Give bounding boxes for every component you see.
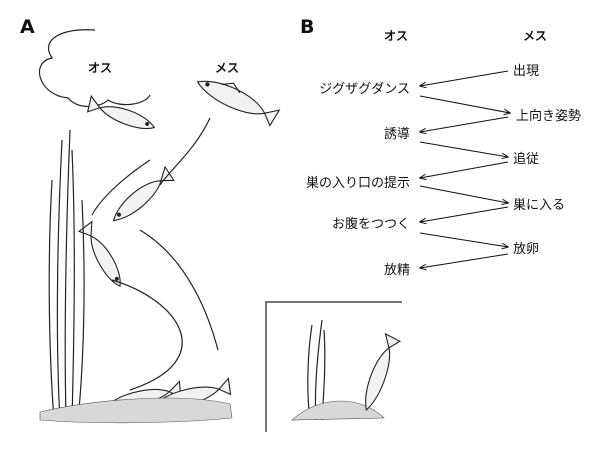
arrow-f5-to-m5 — [420, 253, 509, 268]
arrow-m1-to-f2 — [419, 95, 510, 113]
male-step-3: 巣の入り口の提示 — [306, 175, 410, 191]
path-arrow-3 — [111, 279, 183, 391]
panel-b-female-header: メス — [523, 29, 547, 43]
arrow-m4-to-f5 — [419, 232, 508, 247]
male-step-5: 放精 — [384, 263, 410, 278]
panel-b-label: B — [300, 16, 314, 38]
arrow-f2-to-m2 — [420, 116, 509, 132]
male-step-1: ジグザグダンス — [319, 82, 410, 97]
path-arrow-4 — [139, 229, 219, 351]
path-arrow-1 — [159, 117, 211, 186]
female-step-2: 上向き姿勢 — [516, 108, 581, 124]
panel-a-label: A — [20, 16, 35, 38]
panel-a-female-label: メス — [215, 61, 239, 75]
inset-nest-scene — [265, 301, 402, 432]
male-step-2: 誘導 — [384, 127, 410, 142]
female-step-1: 出現 — [513, 64, 539, 79]
arrow-f3-to-m3 — [420, 161, 509, 178]
water-plant — [48, 129, 85, 421]
panel-b-male-header: オス — [384, 29, 408, 43]
arrow-f1-to-m1 — [420, 70, 509, 86]
female-step-5: 放卵 — [513, 242, 539, 257]
fish-male-leading — [77, 220, 121, 288]
cloud-outline — [38, 29, 151, 108]
path-arrow-2 — [91, 159, 151, 216]
male-step-4: お腹をつつく — [332, 216, 410, 232]
arrow-m3-to-f4 — [419, 185, 508, 203]
panel-a-male-label: オス — [88, 61, 112, 75]
arrow-m2-to-f3 — [419, 141, 508, 157]
fish-female-head-up — [196, 80, 281, 127]
sand-bottom — [39, 397, 233, 424]
female-step-3: 追従 — [513, 151, 539, 167]
arrow-f4-to-m4 — [420, 206, 509, 222]
fish-male-zigzag — [86, 94, 156, 129]
female-step-4: 巣に入る — [513, 198, 565, 213]
